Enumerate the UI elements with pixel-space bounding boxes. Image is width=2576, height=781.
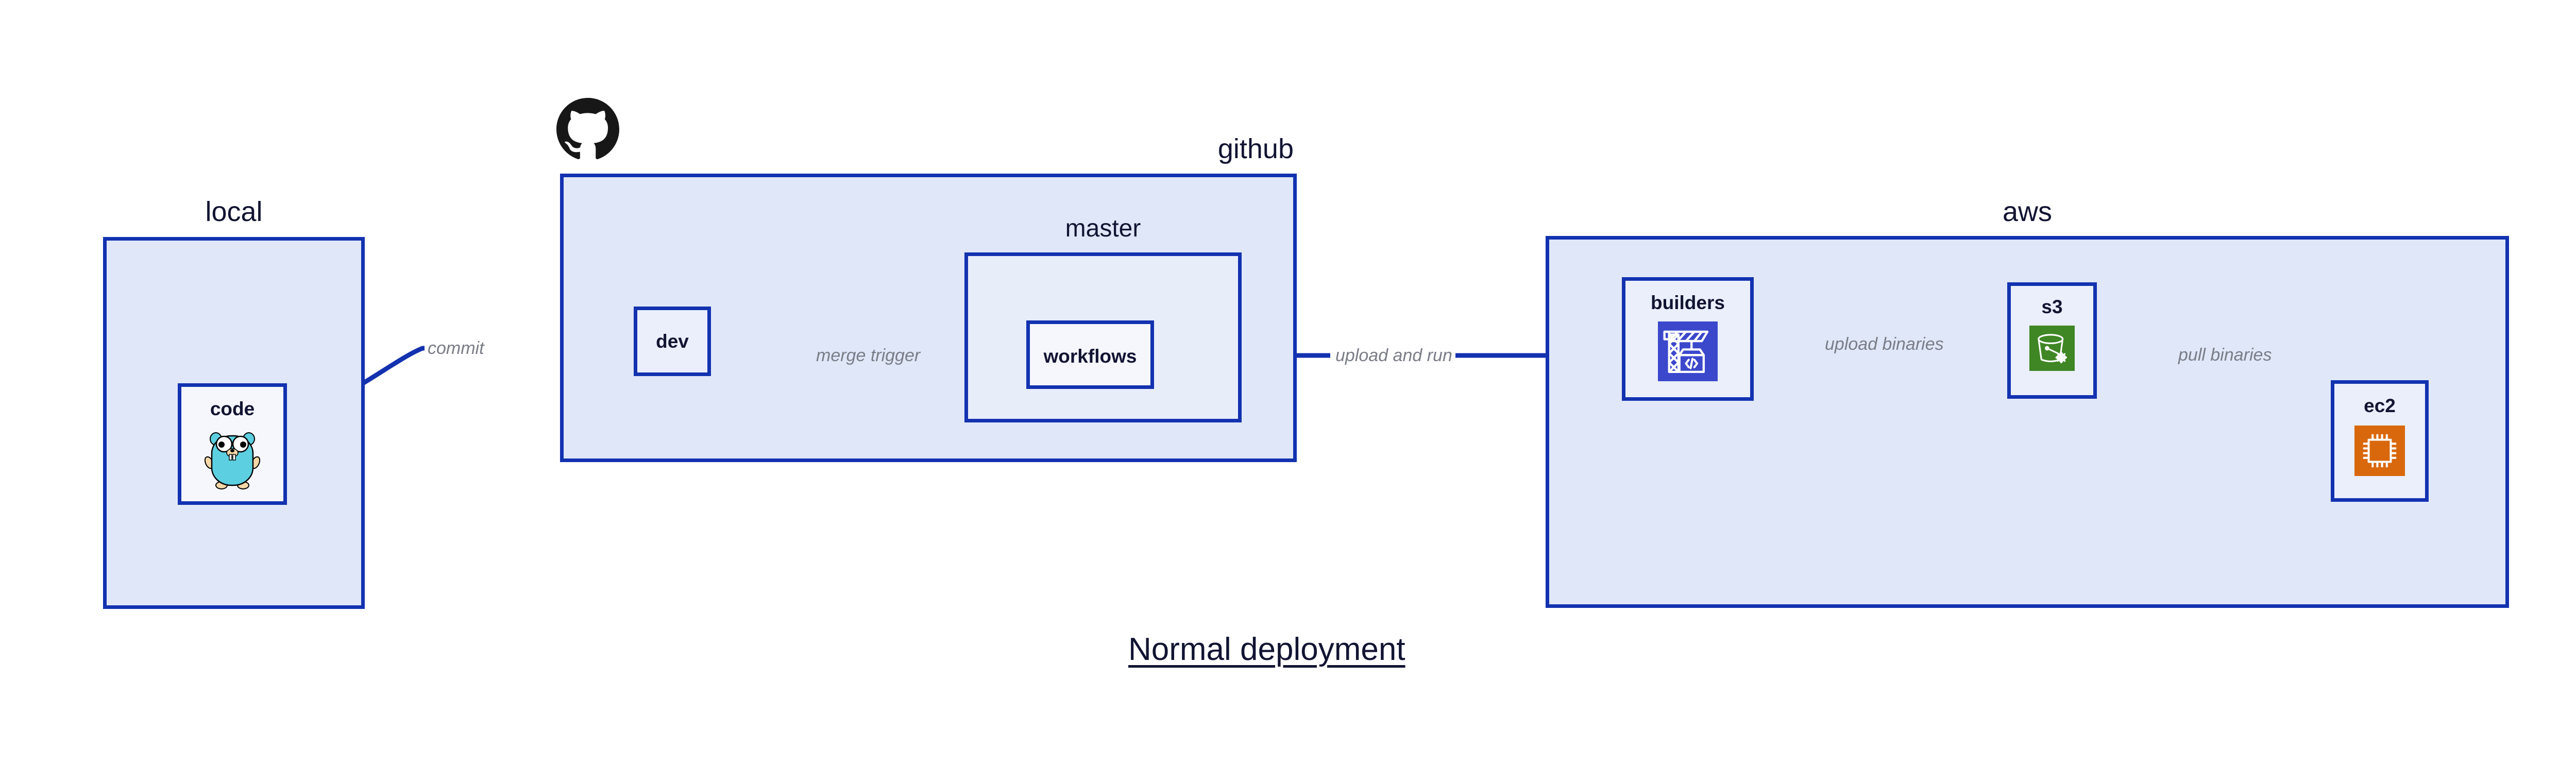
diagram-title: Normal deployment (1128, 632, 1405, 667)
node-workflows[interactable]: workflows (1026, 320, 1154, 389)
edge-label-pull-binaries: pull binaries (2175, 346, 2275, 364)
node-label-s3: s3 (2041, 296, 2063, 317)
go-gopher-icon (204, 429, 261, 492)
node-label-workflows: workflows (1043, 346, 1137, 367)
aws-codebuild-icon (1658, 321, 1718, 384)
github-octocat-logo (556, 98, 619, 163)
node-label-code: code (210, 398, 255, 419)
node-s3[interactable]: s3 (2007, 282, 2097, 399)
group-label-master: master (1065, 215, 1141, 242)
node-builders[interactable]: builders (1622, 277, 1754, 401)
edge-label-upload-and-run: upload and run (1332, 347, 1455, 364)
group-label-github: github (1217, 133, 1294, 164)
group-label-aws: aws (2002, 196, 2053, 227)
aws-s3-glacier-icon (2029, 326, 2075, 373)
node-label-ec2: ec2 (2364, 395, 2396, 416)
aws-ec2-icon (2354, 426, 2405, 479)
edge-label-commit: commit (425, 339, 487, 357)
node-dev[interactable]: dev (634, 307, 711, 376)
edge-label-upload-binaries: upload binaries (1822, 335, 1947, 353)
node-label-dev: dev (656, 331, 689, 352)
edge-label-merge-trigger: merge trigger (813, 347, 924, 364)
node-label-builders: builders (1651, 292, 1725, 313)
node-ec2[interactable]: ec2 (2331, 380, 2429, 502)
group-label-local: local (205, 196, 263, 227)
node-code[interactable]: code (178, 383, 287, 505)
